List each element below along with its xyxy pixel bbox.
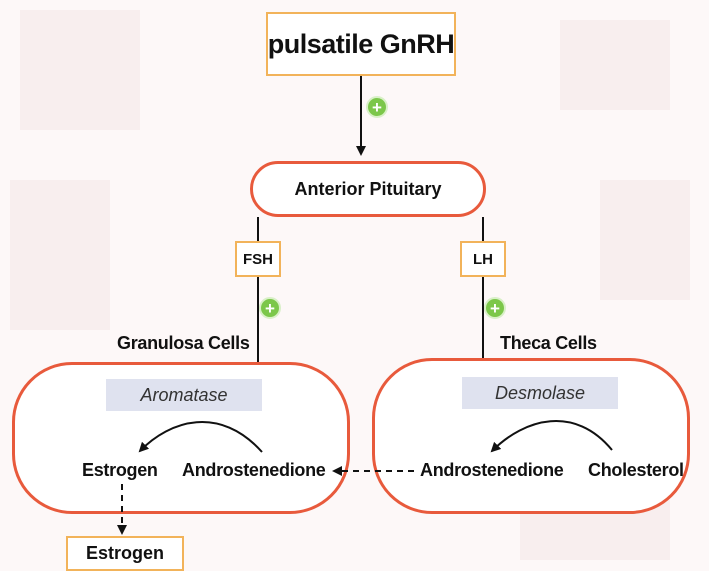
- stimulation-plus-icon: +: [366, 96, 388, 118]
- anterior-pituitary-node: Anterior Pituitary: [250, 161, 486, 217]
- androstenedione-granulosa-molecule: Androstenedione: [182, 460, 326, 480]
- fsh-box: FSH: [235, 241, 281, 277]
- background-watermark-block: [600, 180, 690, 300]
- granulosa-cells-label: Granulosa Cells: [117, 333, 250, 353]
- aromatase-enzyme: Aromatase: [106, 379, 262, 411]
- gnrh-box: pulsatile GnRH: [266, 12, 456, 76]
- background-watermark-block: [10, 180, 110, 330]
- desmolase-reaction-arrow: [490, 420, 613, 453]
- theca-cells-label: Theca Cells: [500, 333, 597, 353]
- cholesterol-molecule: Cholesterol: [588, 460, 684, 480]
- background-watermark-block: [560, 20, 670, 110]
- estrogen-molecule: Estrogen: [82, 460, 158, 480]
- background-watermark-block: [20, 10, 140, 130]
- desmolase-enzyme: Desmolase: [462, 377, 618, 409]
- stimulation-plus-icon: +: [484, 297, 506, 319]
- estrogen-output-box: Estrogen: [66, 536, 184, 571]
- lh-box: LH: [460, 241, 506, 277]
- stimulation-plus-icon: +: [259, 297, 281, 319]
- androstenedione-theca-molecule: Androstenedione: [420, 460, 564, 480]
- aromatase-reaction-arrow: [138, 421, 263, 453]
